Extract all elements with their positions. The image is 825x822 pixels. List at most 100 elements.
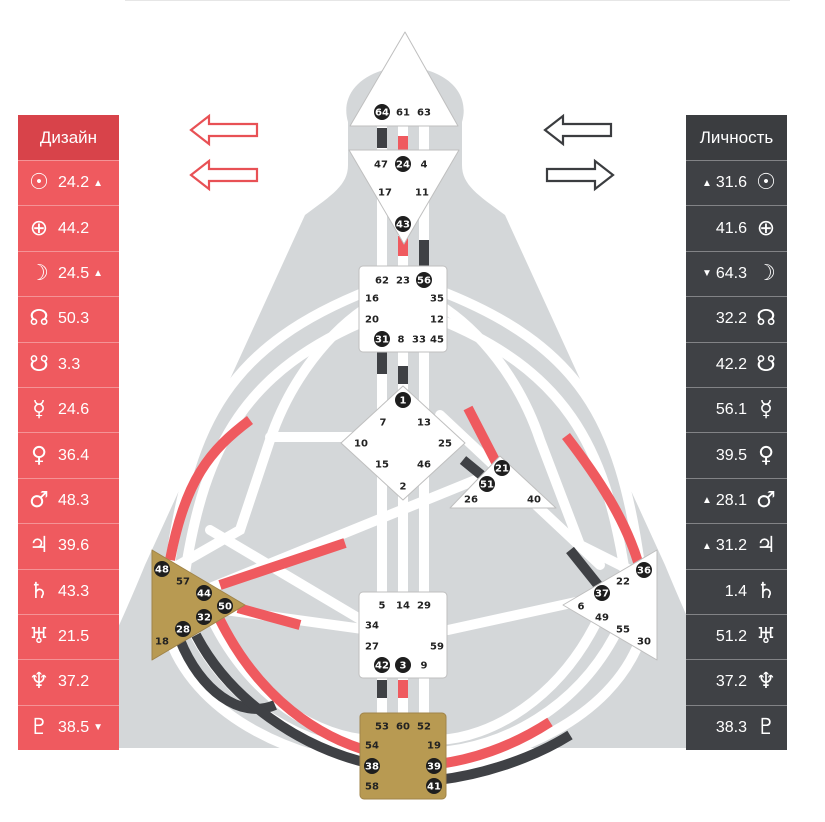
gate-14[interactable]: 14 xyxy=(396,601,410,612)
gate-62[interactable]: 62 xyxy=(375,276,389,287)
gate-40[interactable]: 40 xyxy=(527,495,541,506)
gate-12[interactable]: 12 xyxy=(430,315,444,326)
gate-36[interactable]: 36 xyxy=(636,562,652,578)
personality-planet-row[interactable]: 38.3♇ xyxy=(686,704,787,751)
personality-planet-row[interactable]: 51.2♅ xyxy=(686,613,787,660)
gate-23[interactable]: 23 xyxy=(396,276,410,287)
gate-42[interactable]: 42 xyxy=(374,657,390,673)
gate-18[interactable]: 18 xyxy=(155,637,169,648)
gate-57[interactable]: 57 xyxy=(176,577,190,588)
gate-22[interactable]: 22 xyxy=(616,577,630,588)
personality-planet-row[interactable]: 42.2☋ xyxy=(686,341,787,387)
gate-2[interactable]: 2 xyxy=(400,482,407,493)
gate-24[interactable]: 24 xyxy=(395,156,411,172)
gate-9[interactable]: 9 xyxy=(421,661,428,672)
gate-6[interactable]: 6 xyxy=(578,602,585,613)
gate-21[interactable]: 21 xyxy=(494,460,510,476)
gate-number: 62 xyxy=(375,276,389,287)
gate-34[interactable]: 34 xyxy=(365,621,379,632)
gate-59[interactable]: 59 xyxy=(430,642,444,653)
personality-planet-row[interactable]: ▲28.1♂ xyxy=(686,477,787,524)
design-planet-row[interactable]: ⊕44.2 xyxy=(18,205,119,251)
personality-planet-row[interactable]: 37.2♆ xyxy=(686,659,787,705)
gate-number: 44 xyxy=(197,589,211,600)
gate-60[interactable]: 60 xyxy=(396,722,410,733)
gate-47[interactable]: 47 xyxy=(374,160,388,171)
gate-52[interactable]: 52 xyxy=(417,722,431,733)
gate-20[interactable]: 20 xyxy=(365,315,379,326)
gate-15[interactable]: 15 xyxy=(375,460,389,471)
personality-planet-row[interactable]: 56.1☿ xyxy=(686,386,787,433)
design-planet-row[interactable]: ♇38.5▼ xyxy=(18,704,119,751)
gate-55[interactable]: 55 xyxy=(616,625,630,636)
gate-25[interactable]: 25 xyxy=(438,439,452,450)
design-planet-row[interactable]: ♄43.3 xyxy=(18,568,119,614)
design-planet-row[interactable]: ♆37.2 xyxy=(18,659,119,705)
gate-43[interactable]: 43 xyxy=(395,216,411,232)
design-planet-row[interactable]: ☽24.5▲ xyxy=(18,250,119,297)
gate-31[interactable]: 31 xyxy=(374,331,390,347)
gate-39[interactable]: 39 xyxy=(426,758,442,774)
gate-29[interactable]: 29 xyxy=(417,601,431,612)
personality-planet-row[interactable]: ▲31.2♃ xyxy=(686,523,787,569)
personality-planet-row[interactable]: 32.2☊ xyxy=(686,296,787,342)
gate-54[interactable]: 54 xyxy=(365,741,379,752)
gate-27[interactable]: 27 xyxy=(365,642,379,653)
gate-11[interactable]: 11 xyxy=(415,188,429,199)
gate-3[interactable]: 3 xyxy=(395,657,411,673)
gate-38[interactable]: 38 xyxy=(364,758,380,774)
gate-37[interactable]: 37 xyxy=(594,585,610,601)
gate-63[interactable]: 63 xyxy=(417,108,431,119)
gate-61[interactable]: 61 xyxy=(396,108,410,119)
personality-planet-value: 64.3 xyxy=(715,264,747,282)
gate-50[interactable]: 50 xyxy=(217,598,233,614)
gate-35[interactable]: 35 xyxy=(430,294,444,305)
personality-planet-row[interactable]: 39.5♀ xyxy=(686,432,787,478)
gate-45[interactable]: 45 xyxy=(430,335,444,346)
design-planet-row[interactable]: ☿24.6 xyxy=(18,386,119,433)
gate-5[interactable]: 5 xyxy=(379,601,386,612)
gate-53[interactable]: 53 xyxy=(375,722,389,733)
gate-7[interactable]: 7 xyxy=(380,418,387,429)
gate-13[interactable]: 13 xyxy=(417,418,431,429)
gate-26[interactable]: 26 xyxy=(464,495,478,506)
personality-planet-value: 31.2 xyxy=(715,537,747,555)
gate-16[interactable]: 16 xyxy=(365,294,379,305)
design-planet-row[interactable]: ♂48.3 xyxy=(18,477,119,524)
gate-4[interactable]: 4 xyxy=(421,160,428,171)
design-planet-row[interactable]: ♃39.6 xyxy=(18,523,119,569)
gate-active-marker xyxy=(374,104,390,120)
gate-58[interactable]: 58 xyxy=(365,782,379,793)
gate-1[interactable]: 1 xyxy=(395,392,411,408)
personality-planet-row[interactable]: ▼64.3☽ xyxy=(686,250,787,297)
gate-33[interactable]: 33 xyxy=(412,335,426,346)
gate-46[interactable]: 46 xyxy=(417,460,431,471)
gate-48[interactable]: 48 xyxy=(154,561,170,577)
gate-28[interactable]: 28 xyxy=(175,621,191,637)
gate-number: 30 xyxy=(637,637,651,648)
gate-51[interactable]: 51 xyxy=(479,476,495,492)
pluto-icon: ♇ xyxy=(29,714,49,740)
jupiter-icon: ♃ xyxy=(756,533,776,559)
venus-icon: ♀ xyxy=(30,442,48,468)
design-planet-row[interactable]: ☉24.2▲ xyxy=(18,160,119,206)
gate-49[interactable]: 49 xyxy=(595,613,609,624)
gate-17[interactable]: 17 xyxy=(378,188,392,199)
gate-8[interactable]: 8 xyxy=(398,335,405,346)
gate-19[interactable]: 19 xyxy=(427,741,441,752)
moon-icon: ☽ xyxy=(756,260,776,286)
personality-planet-row[interactable]: ▲31.6☉ xyxy=(686,160,787,206)
design-planet-row[interactable]: ☋3.3 xyxy=(18,341,119,387)
personality-planet-row[interactable]: 41.6⊕ xyxy=(686,205,787,251)
gate-10[interactable]: 10 xyxy=(354,439,368,450)
gate-41[interactable]: 41 xyxy=(426,778,442,794)
gate-56[interactable]: 56 xyxy=(416,272,432,288)
personality-planet-row[interactable]: 1.4♄ xyxy=(686,568,787,614)
gate-64[interactable]: 64 xyxy=(374,104,390,120)
design-planet-row[interactable]: ☊50.3 xyxy=(18,296,119,342)
gate-30[interactable]: 30 xyxy=(637,637,651,648)
design-planet-row[interactable]: ♀36.4 xyxy=(18,432,119,478)
gate-32[interactable]: 32 xyxy=(196,609,212,625)
gate-44[interactable]: 44 xyxy=(196,585,212,601)
design-planet-row[interactable]: ♅21.5 xyxy=(18,613,119,660)
